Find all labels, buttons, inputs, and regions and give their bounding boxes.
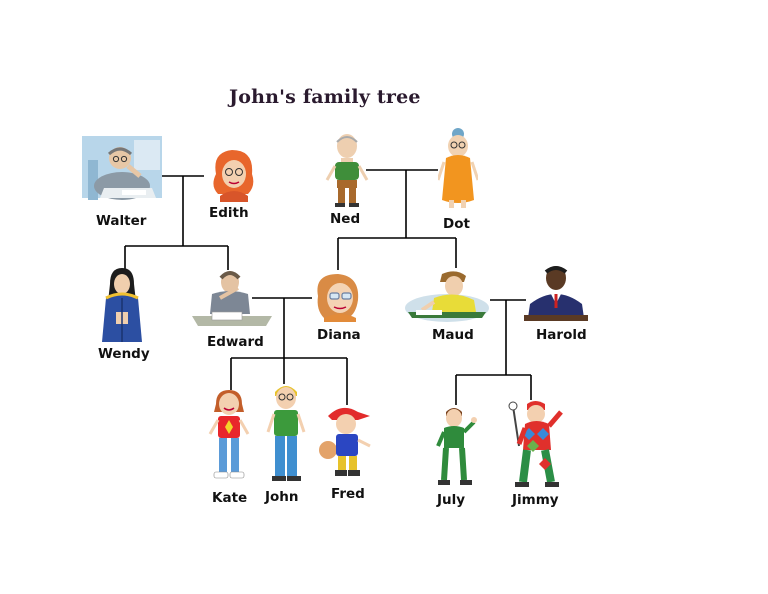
person-name-ned: Ned (330, 211, 361, 227)
person-name-walter: Walter (96, 213, 147, 229)
person-name-maud: Maud (432, 327, 474, 343)
person-name-wendy: Wendy (98, 346, 150, 362)
kate-picture (208, 390, 250, 479)
ned-picture (325, 134, 369, 207)
fred-picture (319, 407, 371, 476)
walter-picture (82, 136, 162, 200)
person-name-fred: Fred (331, 486, 365, 502)
maud-picture (405, 271, 489, 322)
page-title: John's family tree (229, 86, 421, 108)
person-name-diana: Diana (317, 327, 361, 343)
person-name-kate: Kate (212, 490, 248, 506)
diana-picture (317, 274, 359, 322)
person-name-jimmy: Jimmy (512, 492, 559, 508)
wendy-picture (102, 268, 142, 342)
person-name-edward: Edward (207, 334, 264, 350)
july-picture (436, 408, 477, 485)
person-name-harold: Harold (536, 327, 587, 343)
edward-picture (192, 271, 272, 326)
jimmy-picture (508, 401, 563, 487)
person-name-edith: Edith (209, 205, 249, 221)
edith-picture (213, 150, 254, 202)
dot-picture (438, 128, 478, 208)
harold-picture (524, 266, 588, 321)
person-name-july: July (437, 492, 466, 508)
person-name-john: John (265, 489, 299, 505)
john-picture (266, 386, 306, 481)
person-name-dot: Dot (443, 216, 470, 232)
